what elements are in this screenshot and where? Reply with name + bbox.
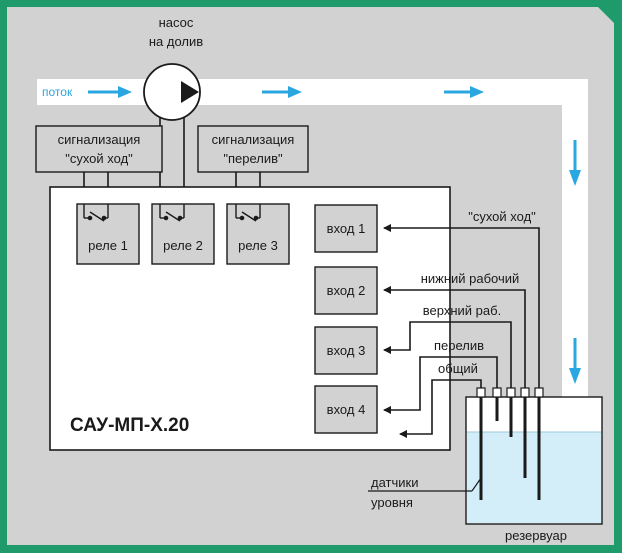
sensor-label-leader (471, 477, 482, 492)
pump-icon (143, 63, 201, 121)
input-1-label: вход 1 (327, 221, 366, 236)
alarm-dry-run-line2: "сухой ход" (65, 151, 133, 166)
sensor-label-line2: уровня (371, 495, 413, 510)
input-4-label: вход 4 (327, 402, 366, 417)
tank-water (467, 432, 601, 523)
controller-model: САУ-МП-Х.20 (70, 415, 189, 436)
relay-2: реле 2 (151, 203, 215, 265)
wire-label-common: общий (438, 361, 478, 376)
sensor-wires (383, 224, 540, 438)
alarm-dry-run-box (35, 125, 163, 173)
input-1-box (314, 204, 378, 253)
input-2-label: вход 2 (327, 283, 366, 298)
wire-label-upper-work: верхний раб. (423, 303, 501, 318)
alarm-dry-run-line1: сигнализация (58, 132, 141, 147)
relay-2-label: реле 2 (163, 238, 203, 253)
flow-label: поток (42, 85, 73, 99)
switch-icon (235, 204, 261, 222)
flow-arrows (88, 86, 581, 384)
sensor-label-line1: датчики (371, 475, 418, 490)
relay-1-label: реле 1 (88, 238, 128, 253)
alarm-overflow-box (197, 125, 309, 173)
sensor-probes (476, 387, 544, 500)
wire-label-lower-work: нижний рабочий (421, 271, 520, 286)
relay-1: реле 1 (76, 203, 140, 265)
corner-mark (598, 7, 614, 23)
alarm-overflow-line1: сигнализация (212, 132, 295, 147)
wire-label-dry-run: "сухой ход" (468, 209, 536, 224)
input-4-box (314, 385, 378, 434)
alarm-overflow-line2: "перелив" (223, 151, 283, 166)
input-3-box (314, 326, 378, 375)
pump-label-line2: на долив (149, 34, 203, 49)
switch-icon (159, 204, 185, 222)
relay-3: реле 3 (226, 203, 290, 265)
input-2-box (314, 266, 378, 315)
input-3-label: вход 3 (327, 343, 366, 358)
pump-label-line1: насос (159, 15, 194, 30)
tank-label: резервуар (505, 528, 567, 543)
switch-icon (83, 204, 109, 222)
relay-3-label: реле 3 (238, 238, 278, 253)
wire-label-overflow: перелив (434, 338, 484, 353)
